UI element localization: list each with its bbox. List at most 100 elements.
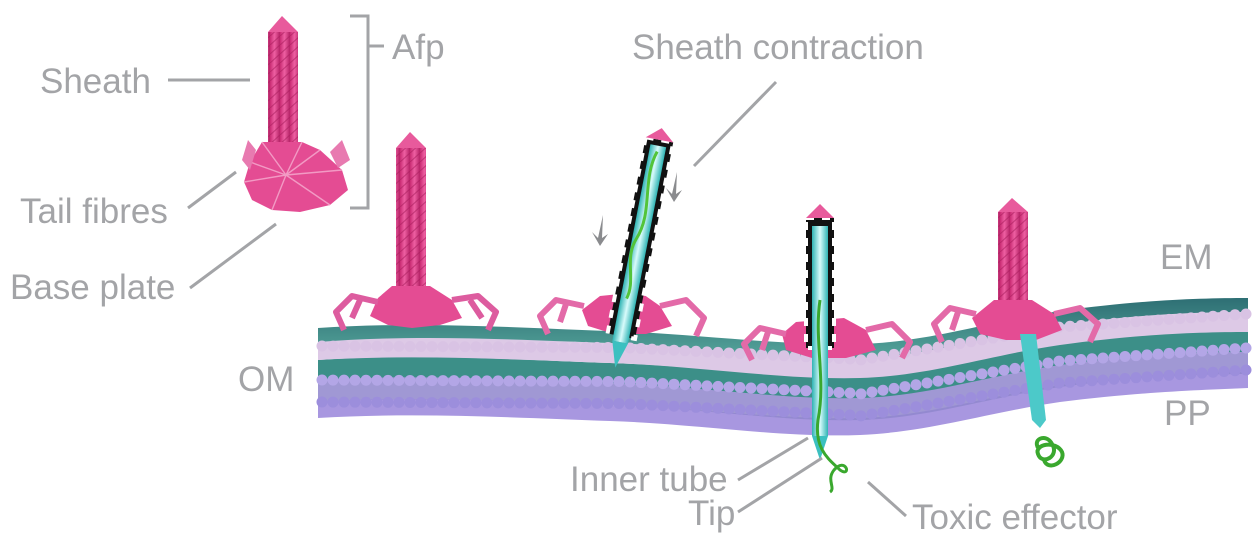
lipid-head [944, 396, 955, 407]
lipid-head [559, 342, 570, 353]
lipid-head [317, 375, 328, 386]
lipid-head [680, 401, 691, 412]
lipid-head [944, 340, 955, 351]
lipid-head [581, 376, 592, 387]
lipid-head [515, 342, 526, 353]
lipid-head [1065, 377, 1076, 388]
label-om: OM [238, 362, 294, 397]
label-base-plate: Base plate [10, 270, 175, 305]
lipid-head [1065, 355, 1076, 366]
afp-base-plate [972, 300, 1062, 340]
lipid-head [361, 397, 372, 408]
lipid-head [1010, 363, 1021, 374]
lipid-head [471, 375, 482, 386]
lipid-head [361, 341, 372, 352]
lipid-head [570, 376, 581, 387]
label-sheath-contraction: Sheath contraction [632, 30, 924, 65]
lipid-head [636, 377, 647, 388]
lipid-head [394, 397, 405, 408]
lipid-head [438, 397, 449, 408]
lipid-head [460, 375, 471, 386]
lipid-head [339, 341, 350, 352]
lipid-head [669, 401, 680, 412]
lipid-head [702, 380, 713, 391]
label-inner-tube: Inner tube [570, 462, 728, 497]
lipid-head [922, 343, 933, 354]
lipid-head [493, 397, 504, 408]
leader-toxic-effector [868, 482, 906, 516]
lipid-head [922, 399, 933, 410]
lipid-head [911, 345, 922, 356]
lipid-head [603, 398, 614, 409]
lipid-head [735, 382, 746, 393]
lipid-head [548, 398, 559, 409]
lipid-head [889, 383, 900, 394]
released-toxic-effector [1037, 438, 1063, 466]
lipid-head [856, 388, 867, 399]
lipid-head [1142, 349, 1153, 360]
lipid-head [372, 375, 383, 386]
lipid-head [427, 375, 438, 386]
lipid-head [999, 365, 1010, 376]
lipid-head [779, 406, 790, 417]
afp-sheath [998, 212, 1028, 306]
lipid-head [757, 349, 768, 360]
lipid-head [878, 351, 889, 362]
lipid-head [372, 397, 383, 408]
lipid-head [471, 397, 482, 408]
lipid-head [1208, 345, 1219, 356]
lipid-head [977, 368, 988, 379]
lipid-head [427, 341, 438, 352]
lipid-head [669, 379, 680, 390]
lipid-head [1076, 376, 1087, 387]
lipid-head [592, 398, 603, 409]
lipid-head [438, 341, 449, 352]
lipid-head [1054, 356, 1065, 367]
lipid-head [713, 347, 724, 358]
lipid-head [955, 394, 966, 405]
lipid-head [955, 338, 966, 349]
lipid-head [658, 400, 669, 411]
lipid-head [504, 341, 515, 352]
leader-sheath-contraction [694, 82, 776, 166]
leader-tail-fibres [188, 172, 236, 208]
lipid-head [1219, 366, 1230, 377]
lipid-head [702, 346, 713, 357]
lipid-head [405, 397, 416, 408]
afp-sheath-tip [806, 204, 834, 218]
lipid-head [724, 403, 735, 414]
lipid-head [1054, 378, 1065, 389]
lipid-head [361, 375, 372, 386]
lipid-head [603, 342, 614, 353]
lipid-head [482, 375, 493, 386]
lipid-head [383, 397, 394, 408]
lipid-head [1164, 314, 1175, 325]
lipid-head [449, 397, 460, 408]
lipid-head [1065, 321, 1076, 332]
lipid-head [691, 380, 702, 391]
lipid-head [1043, 379, 1054, 390]
lipid-head [933, 376, 944, 387]
lipid-head [449, 341, 460, 352]
lipid-head [1241, 342, 1252, 353]
lipid-head [878, 385, 889, 396]
lipid-head [966, 370, 977, 381]
lipid-head [460, 397, 471, 408]
afp-bracket [350, 16, 384, 208]
lipid-head [537, 342, 548, 353]
afp-sheath [396, 148, 426, 288]
afp-standalone [242, 16, 350, 212]
lipid-head [713, 381, 724, 392]
lipid-head [801, 407, 812, 418]
lipid-head [856, 410, 867, 421]
lipid-head [988, 367, 999, 378]
lipid-head [911, 401, 922, 412]
lipid-head [559, 376, 570, 387]
lipid-head [757, 383, 768, 394]
lipid-head [1131, 372, 1142, 383]
lipid-head [878, 407, 889, 418]
lipid-head [1164, 370, 1175, 381]
lipid-head [713, 403, 724, 414]
lipid-head [746, 405, 757, 416]
lipid-head [1098, 374, 1109, 385]
